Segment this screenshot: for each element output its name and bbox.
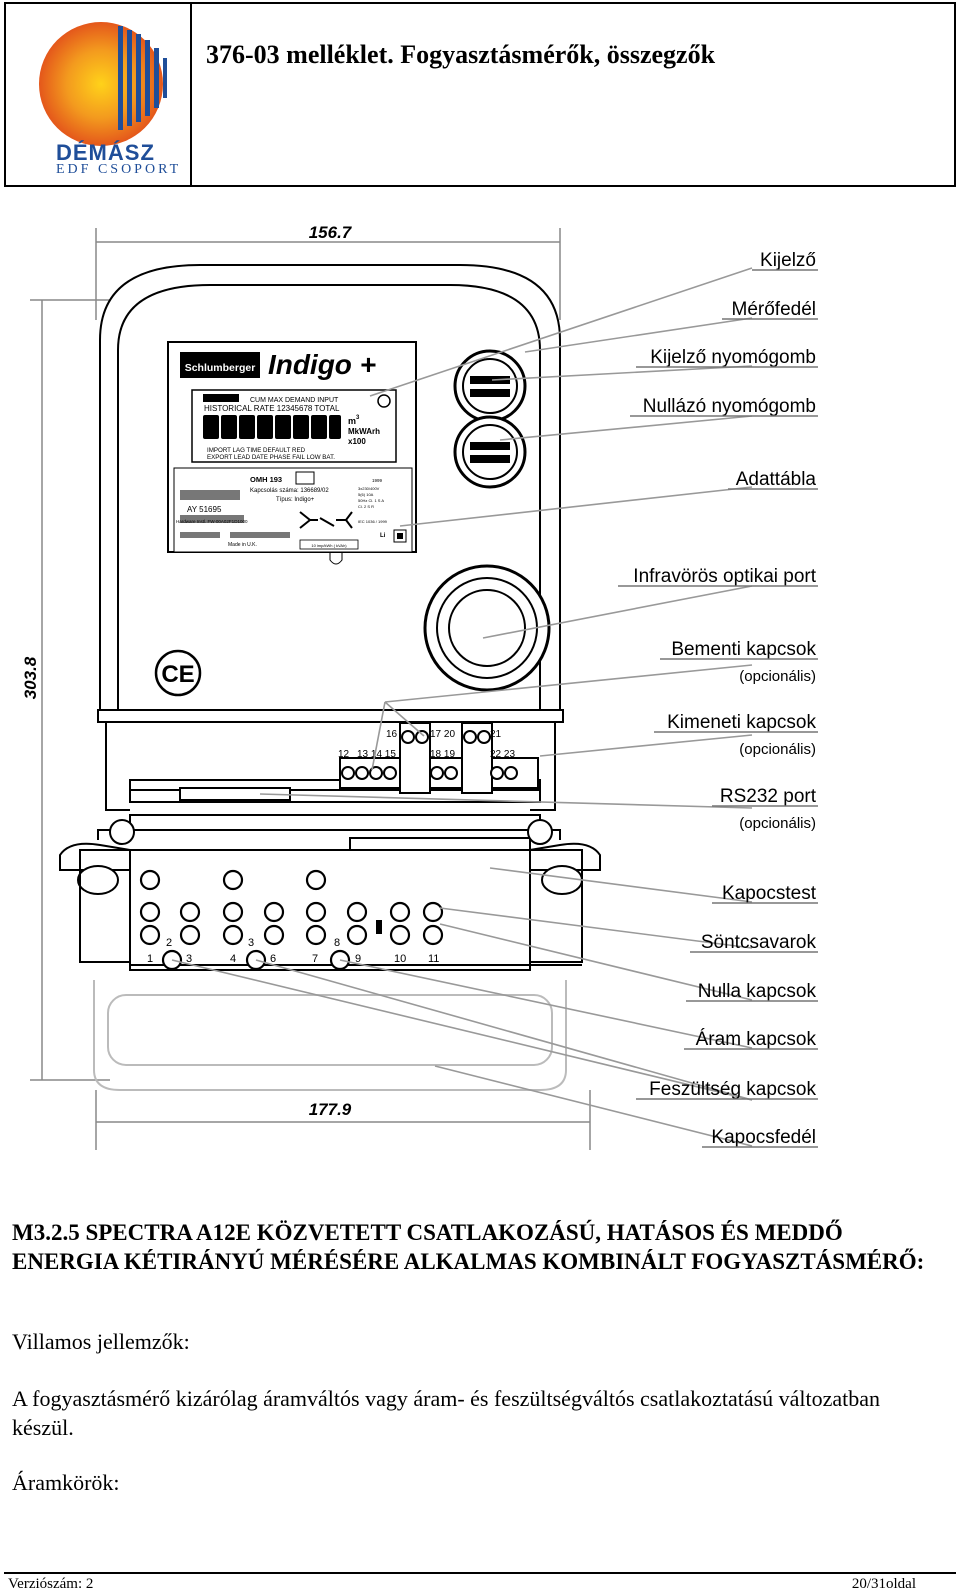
paragraph-description: A fogyasztásmérő kizárólag áramváltós va… xyxy=(12,1386,881,1440)
meter-brand: Schlumberger xyxy=(185,362,256,374)
block-number-4: 4 xyxy=(230,953,236,965)
callout-rs232: RS232 port xyxy=(720,786,817,807)
block-number-8: 8 xyxy=(334,937,340,949)
connection-symbol-icon xyxy=(299,511,353,529)
plate-spec-3: 50Hz Cl. 1 S A xyxy=(358,498,384,503)
plate-kapcsolas: Kapcsolás száma: 136689/02 xyxy=(250,488,329,494)
nameplate: Schlumberger Indigo + CUM MAX DEMAND INP… xyxy=(167,341,417,565)
paragraph-villamos-jellemzok: Villamos jellemzők: xyxy=(12,1329,190,1354)
meter-model: Indigo + xyxy=(268,349,376,380)
callout-nullazo-nyomogomb: Nullázó nyomógomb xyxy=(643,396,816,417)
plate-iec: IEC 1036 / 1999 xyxy=(358,519,388,524)
display-unit-m: m xyxy=(348,416,356,426)
terminal-block xyxy=(97,709,564,851)
paragraph-aramkorok: Áramkörök: xyxy=(12,1470,120,1495)
block-number-9: 9 xyxy=(355,953,361,965)
display-unit-x100: x100 xyxy=(348,437,366,446)
ce-mark-icon: CE xyxy=(154,649,202,697)
display-unit-kwarh: MkWArh xyxy=(348,427,380,436)
page-header: DÉMÁSZ EDF CSOPORT 376-03 melléklet. Fog… xyxy=(4,2,956,187)
callout-kijelzo: Kijelző xyxy=(760,250,816,271)
meter-figure: 156.7 303.8 177.9 Schlumberger Indigo + … xyxy=(0,190,960,1170)
callout-leaders xyxy=(171,267,753,1147)
callout-merofedel: Mérőfedél xyxy=(732,299,817,320)
dim-width-bottom: 177.9 xyxy=(309,1100,352,1119)
terminal-cover xyxy=(93,980,567,1091)
display-push-button xyxy=(453,349,527,423)
section-heading: M3.2.5 SPECTRA A12E KÖZVETETT CSATLAKOZÁ… xyxy=(12,1220,925,1274)
callout-kijelzo-nyomogomb: Kijelző nyomógomb xyxy=(650,347,816,368)
dim-width-top: 156.7 xyxy=(309,223,353,242)
terminal-label-17-20: 17 20 xyxy=(430,729,455,740)
terminal-body xyxy=(59,842,601,971)
terminal-label-21: 21 xyxy=(490,729,502,740)
display-top-row: CUM MAX DEMAND INPUT xyxy=(250,397,339,404)
plate-omh: OMH 193 xyxy=(250,475,282,484)
callout-bementi: Bementi kapcsok xyxy=(671,639,816,660)
reset-push-button xyxy=(453,415,527,489)
callout-underlines xyxy=(618,269,818,1148)
callout-feszultseg-kapcsok: Feszültség kapcsok xyxy=(649,1079,816,1100)
callout-bementi-sub: (opcionális) xyxy=(739,668,816,685)
block-number-6: 6 xyxy=(270,953,276,965)
logo-name: DÉMÁSZ xyxy=(56,140,155,165)
terminal-label-18-19: 18 19 xyxy=(430,749,455,760)
plate-pulse: 10 imp/kWh ( kVAh) xyxy=(311,543,347,548)
callout-kimeneti: Kimeneti kapcsok xyxy=(667,712,816,733)
terminal-label-22-23: 22 23 xyxy=(490,749,515,760)
plate-hardware: Hardware Instl. FW-00A02F1D1000 xyxy=(176,519,248,524)
block-number-1: 1 xyxy=(147,953,153,965)
block-number-10: 10 xyxy=(394,953,406,965)
dim-height: 303.8 xyxy=(21,656,40,699)
callout-kimeneti-sub: (opcionális) xyxy=(739,741,816,758)
plate-made-in: Made in U.K. xyxy=(228,542,257,548)
callout-labels: Kijelző Mérőfedél Kijelző nyomógomb Null… xyxy=(633,250,816,1148)
footer-page-number: 20/31oldal xyxy=(851,1576,916,1592)
plate-year: 1999 xyxy=(372,478,383,483)
callout-infravoros: Infravörös optikai port xyxy=(633,566,816,587)
callout-sontcsavarok: Söntcsavarok xyxy=(701,932,817,953)
plate-spec-2: 5(6) 10A xyxy=(358,492,374,497)
plate-tipus: Típus: Indigo+ xyxy=(276,497,315,503)
document-title: 376-03 melléklet. Fogyasztásmérők, össze… xyxy=(206,40,716,69)
callout-adattabla: Adattábla xyxy=(736,469,817,490)
block-number-11: 11 xyxy=(428,953,439,965)
block-number-2: 2 xyxy=(166,937,172,949)
footer-divider xyxy=(4,1572,956,1574)
display-indicator-icon xyxy=(377,394,391,408)
terminal-label-13-15: 13 14 15 xyxy=(357,749,396,760)
terminal-label-12: 12 xyxy=(338,749,350,760)
callout-rs232-sub: (opcionális) xyxy=(739,815,816,832)
callout-nulla-kapcsok: Nulla kapcsok xyxy=(698,981,817,1002)
display-second-row: HISTORICAL RATE 12345678 TOTAL xyxy=(204,404,340,413)
plate-spec-4: Cl. 2 S R xyxy=(358,504,374,509)
logo-group: EDF CSOPORT xyxy=(56,162,182,177)
demasz-logo-icon xyxy=(39,22,167,146)
infrared-optical-port xyxy=(423,564,551,692)
plate-spec-1: 3x230/400V xyxy=(358,486,380,491)
callout-kapocsfedel: Kapocsfedél xyxy=(711,1127,816,1148)
footer-version: Verziószám: 2 xyxy=(8,1576,94,1592)
block-number-7: 7 xyxy=(312,953,318,965)
plate-serial: AY 51695 xyxy=(187,505,222,514)
display-unit-m-exp: 3 xyxy=(356,415,360,421)
meter-diagram: 156.7 303.8 177.9 Schlumberger Indigo + … xyxy=(21,223,818,1150)
logo-cell: DÉMÁSZ EDF CSOPORT xyxy=(6,4,192,185)
plate-li: Li xyxy=(380,533,386,539)
display-status-row1: IMPORT LAG TIME DEFAULT RED xyxy=(207,447,306,454)
callout-kapocstest: Kapocstest xyxy=(722,883,817,904)
meter-cover xyxy=(99,264,561,710)
terminal-label-16: 16 xyxy=(386,729,398,740)
block-number-3a: 3 xyxy=(186,953,192,965)
svg-text:CE: CE xyxy=(161,661,194,688)
display-status-row2: EXPORT LEAD DATE PHASE FAIL LOW BAT. xyxy=(207,454,335,461)
block-number-3b: 3 xyxy=(248,937,254,949)
callout-aram-kapcsok: Áram kapcsok xyxy=(696,1029,817,1050)
